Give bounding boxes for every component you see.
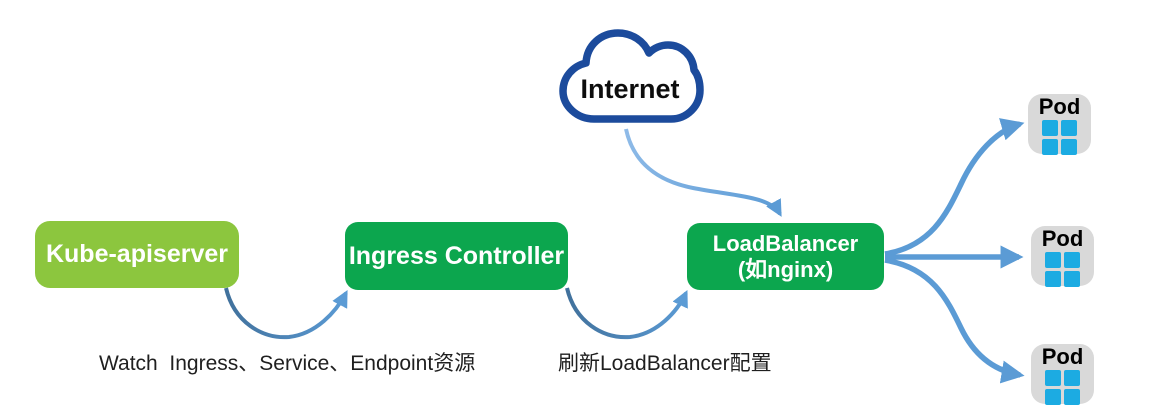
arrow-ingress-to-lb bbox=[565, 287, 688, 340]
pod-grid-square bbox=[1042, 120, 1058, 136]
pod-2-label: Pod bbox=[1041, 226, 1084, 251]
pod-grid-square bbox=[1045, 389, 1061, 405]
arrow-internet-to-lb bbox=[624, 128, 782, 217]
pod-grid-square bbox=[1061, 120, 1077, 136]
node-pod-2: Pod bbox=[1031, 226, 1094, 287]
load-balancer-label-line2: (如nginx) bbox=[737, 256, 834, 282]
pod-grid-icon bbox=[1045, 252, 1080, 287]
node-kube-apiserver: Kube-apiserver bbox=[35, 221, 239, 288]
pod-grid-square bbox=[1064, 252, 1080, 268]
pod-grid-square bbox=[1042, 139, 1058, 155]
node-ingress-controller: Ingress Controller bbox=[345, 222, 568, 290]
watch-resources-label: Watch Ingress、Service、Endpoint资源 bbox=[99, 352, 476, 375]
pod-grid-square bbox=[1061, 139, 1077, 155]
pod-grid-square bbox=[1064, 370, 1080, 386]
pod-grid-square bbox=[1064, 271, 1080, 287]
node-pod-1: Pod bbox=[1028, 94, 1091, 155]
pod-grid-square bbox=[1045, 252, 1061, 268]
pod-3-label: Pod bbox=[1041, 344, 1084, 369]
refresh-loadbalancer-label: 刷新LoadBalancer配置 bbox=[558, 352, 772, 375]
ingress-controller-label: Ingress Controller bbox=[348, 241, 565, 270]
pod-grid-square bbox=[1045, 271, 1061, 287]
pod-grid-square bbox=[1064, 389, 1080, 405]
pod-grid-square bbox=[1045, 370, 1061, 386]
arrow-lb-to-pod1 bbox=[884, 118, 1025, 257]
pod-grid-icon bbox=[1042, 120, 1077, 155]
load-balancer-label-line1: LoadBalancer bbox=[712, 230, 859, 256]
arrow-kube-to-ingress bbox=[224, 287, 348, 340]
cloud-icon bbox=[559, 29, 704, 123]
pod-grid-icon bbox=[1045, 370, 1080, 405]
arrow-lb-to-pod3 bbox=[884, 257, 1025, 384]
pod-1-label: Pod bbox=[1038, 94, 1081, 119]
node-load-balancer: LoadBalancer (如nginx) bbox=[687, 223, 884, 290]
node-pod-3: Pod bbox=[1031, 344, 1094, 405]
kube-apiserver-label: Kube-apiserver bbox=[45, 240, 229, 268]
internet-label: Internet bbox=[580, 74, 680, 104]
